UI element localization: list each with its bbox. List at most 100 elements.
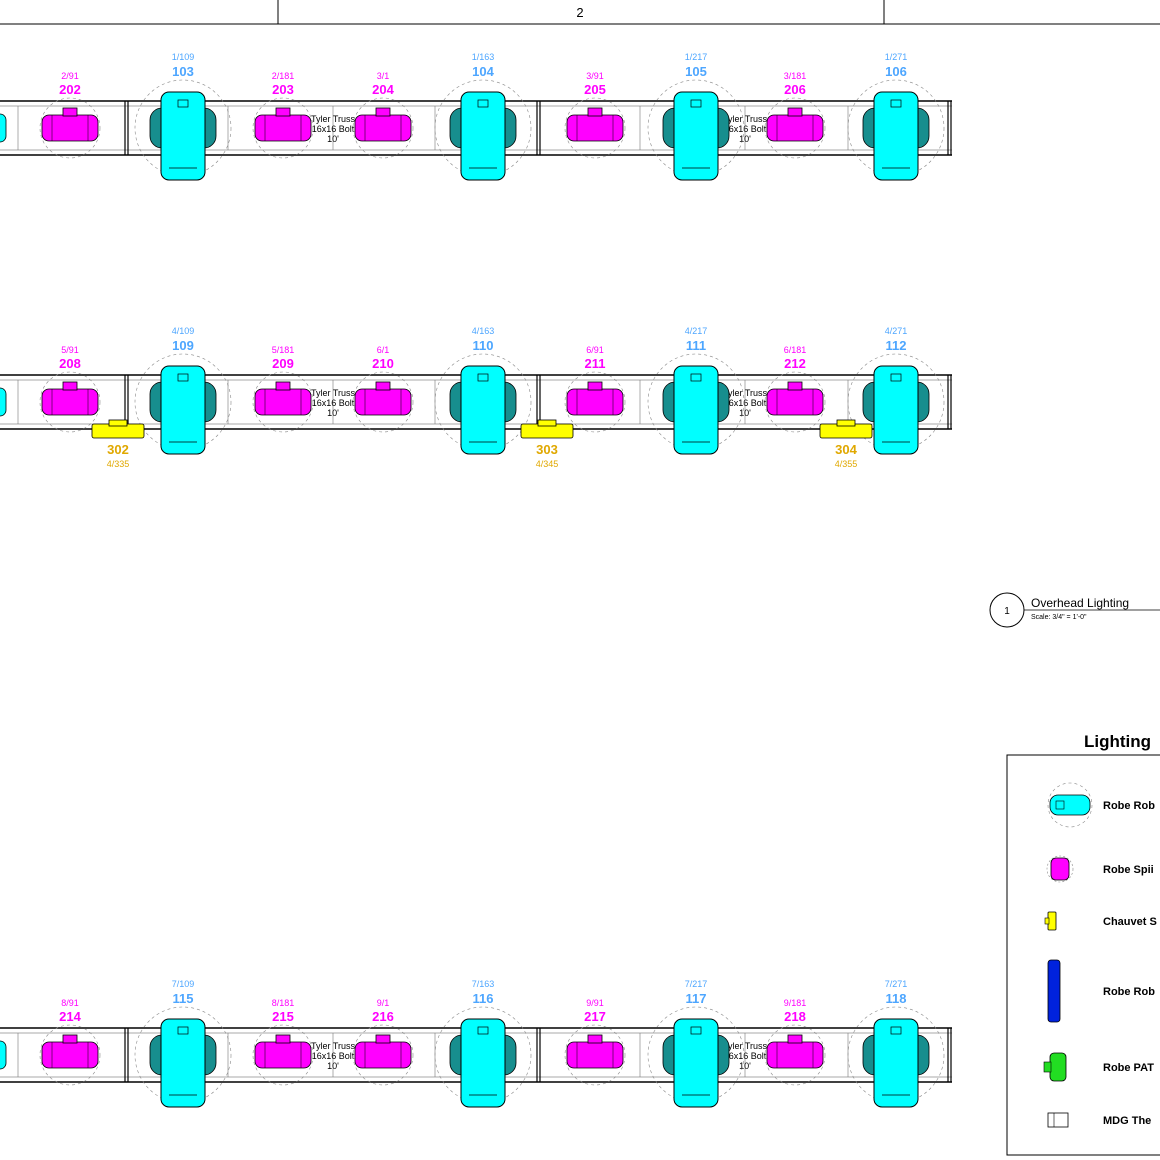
spiider-address: 6/91 — [586, 345, 604, 355]
truss-label-line3: 10' — [739, 1061, 751, 1071]
legend-item-label: Robe Rob — [1103, 986, 1155, 998]
spiider-unit-number: 203 — [272, 82, 294, 97]
spiider-address: 3/181 — [784, 71, 807, 81]
spiider-unit-number: 217 — [584, 1009, 606, 1024]
spiider-unit-number: 211 — [585, 356, 606, 371]
robe-spiider-fixture — [352, 1024, 414, 1086]
robe-patt-icon — [1043, 1052, 1067, 1082]
legend-item: Robe PAT — [1043, 1052, 1154, 1082]
spiider-unit-number: 216 — [372, 1009, 394, 1024]
spiider-address: 6/1 — [377, 345, 390, 355]
truss-label-line1: Tyler Truss — [723, 388, 768, 398]
spiider-unit-number: 205 — [584, 82, 606, 97]
robe-spiider-icon — [1046, 855, 1074, 883]
truss-label-line3: 10' — [327, 408, 339, 418]
chauvet-fixture — [819, 419, 873, 439]
sheet-number: 2 — [576, 5, 583, 20]
truss-label-line2: 16x16 Bolt — [724, 1051, 767, 1061]
truss-label-line1: Tyler Truss — [723, 114, 768, 124]
robe-spiider-fixture — [564, 371, 626, 433]
chauvet-unit-number: 303 — [536, 442, 558, 457]
spiider-address: 5/91 — [61, 345, 79, 355]
robin-address: 7/217 — [685, 979, 708, 989]
truss-label-line3: 10' — [739, 134, 751, 144]
legend-item-label: Robe Rob — [1103, 800, 1155, 812]
spiider-address: 9/1 — [377, 998, 390, 1008]
robin-unit-number: 118 — [886, 991, 907, 1006]
robe-spiider-fixture — [39, 371, 101, 433]
robin-address: 1/217 — [685, 52, 708, 62]
robin-address: 7/109 — [172, 979, 195, 989]
chauvet-unit-number: 304 — [835, 442, 857, 457]
robe-spiider-fixture — [39, 1024, 101, 1086]
robe-robin-fixture — [134, 79, 232, 181]
robin-unit-number: 112 — [886, 338, 907, 353]
robin-unit-number: 111 — [686, 338, 706, 353]
spiider-address: 3/91 — [586, 71, 604, 81]
chauvet-address: 4/335 — [107, 459, 130, 469]
robe-spiider-fixture — [352, 371, 414, 433]
view-title: 1 Overhead Lighting Scale: 3/4" = 1'-0" — [989, 592, 1160, 628]
truss-label-line2: 16x16 Bolt — [312, 398, 355, 408]
robin-address: 4/109 — [172, 326, 195, 336]
chauvet-fixture — [91, 419, 145, 439]
spiider-unit-number: 214 — [59, 1009, 81, 1024]
robe-spiider-fixture — [39, 97, 101, 159]
robe-robin-fixture — [647, 353, 745, 455]
spiider-address: 9/181 — [784, 998, 807, 1008]
truss-label-line3: 10' — [327, 134, 339, 144]
spiider-address: 8/181 — [272, 998, 295, 1008]
robin-address: 4/163 — [472, 326, 495, 336]
robin-address: 1/163 — [472, 52, 495, 62]
truss-label-line3: 10' — [739, 408, 751, 418]
truss-label-line1: Tyler Truss — [311, 388, 356, 398]
legend-item: Chauvet S — [1044, 911, 1157, 931]
legend-box — [1006, 754, 1160, 1156]
spiider-unit-number: 204 — [372, 82, 394, 97]
robe-spiider-fixture — [564, 1024, 626, 1086]
spiider-address: 2/91 — [61, 71, 79, 81]
legend-item-label: Chauvet S — [1103, 916, 1157, 928]
robin-unit-number: 110 — [473, 338, 494, 353]
spiider-address: 2/181 — [272, 71, 295, 81]
robin-unit-number: 105 — [685, 64, 707, 79]
chauvet-fixture — [520, 419, 574, 439]
robe-spiider-fixture — [764, 371, 826, 433]
legend-item: Robe Rob — [1047, 782, 1155, 828]
title-block-strip: 2 — [0, 0, 1160, 25]
robe-robin-fixture — [434, 1006, 532, 1108]
robe-robin-fixture — [647, 1006, 745, 1108]
spiider-unit-number: 202 — [59, 82, 81, 97]
robe-spiider-fixture — [564, 97, 626, 159]
robin-unit-number: 117 — [686, 991, 707, 1006]
view-number: 1 — [1004, 606, 1010, 617]
robin-unit-number: 103 — [172, 64, 194, 79]
robe-robin-fixture — [134, 1006, 232, 1108]
robe-robin-fixture — [847, 79, 945, 181]
spiider-unit-number: 218 — [784, 1009, 806, 1024]
legend-item: MDG The — [1047, 1112, 1151, 1128]
robe-robin-fixture — [647, 79, 745, 181]
robin-address: 4/217 — [685, 326, 708, 336]
truss-label-line1: Tyler Truss — [723, 1041, 768, 1051]
chauvet-unit-number: 302 — [107, 442, 129, 457]
spiider-unit-number: 210 — [372, 356, 394, 371]
truss-label-line1: Tyler Truss — [311, 1041, 356, 1051]
spiider-unit-number: 206 — [784, 82, 806, 97]
view-title-text: Overhead Lighting — [1031, 596, 1129, 610]
truss-label-line2: 16x16 Bolt — [312, 1051, 355, 1061]
spiider-unit-number: 209 — [272, 356, 294, 371]
robin-unit-number: 115 — [173, 991, 194, 1006]
robe-robin-fixture — [434, 353, 532, 455]
truss-label-line2: 16x16 Bolt — [724, 398, 767, 408]
spiider-address: 5/181 — [272, 345, 295, 355]
legend-item: Robe Spii — [1046, 855, 1154, 883]
spiider-unit-number: 212 — [784, 356, 806, 371]
robin-address: 7/163 — [472, 979, 495, 989]
